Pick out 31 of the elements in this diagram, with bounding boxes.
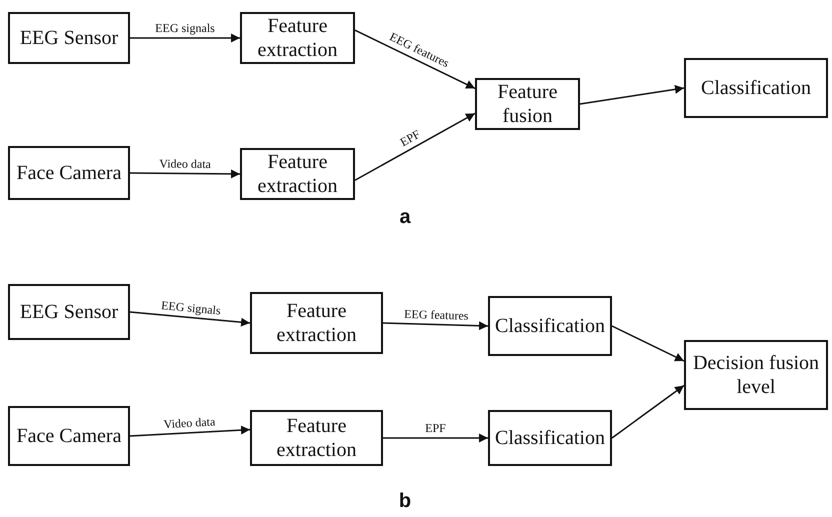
process-box: Feature extraction (240, 12, 355, 64)
arrow (612, 325, 684, 362)
arrow (612, 384, 684, 439)
process-box: Feature extraction (250, 410, 383, 466)
arrow (382, 321, 488, 330)
process-box: EEG Sensor (8, 12, 130, 64)
process-box: Face Camera (8, 146, 130, 200)
arrow (354, 30, 476, 90)
arrow (130, 311, 250, 327)
panel-label: b (398, 490, 412, 513)
arrow (130, 169, 240, 178)
arrow (580, 84, 684, 105)
process-box: Decision fusion level (684, 340, 828, 410)
edge-label: Video data (157, 157, 213, 171)
process-box: EEG Sensor (8, 284, 130, 340)
panel-label: a (399, 206, 411, 229)
process-box: Classification (488, 296, 612, 356)
arrow (354, 112, 476, 181)
process-box: Feature extraction (240, 148, 355, 200)
process-box: Face Camera (8, 406, 130, 466)
process-box: Feature fusion (475, 78, 580, 130)
edge-label: EEG features (401, 307, 470, 322)
edge-label: Video data (161, 415, 218, 432)
edge-label: EEG signals (153, 22, 217, 35)
process-box: Feature extraction (250, 292, 383, 354)
process-box: Classification (684, 58, 828, 118)
arrow (130, 426, 250, 437)
arrow (130, 34, 240, 42)
arrow (383, 434, 488, 442)
process-box: Classification (488, 410, 612, 466)
edge-label: EPF (423, 422, 448, 435)
